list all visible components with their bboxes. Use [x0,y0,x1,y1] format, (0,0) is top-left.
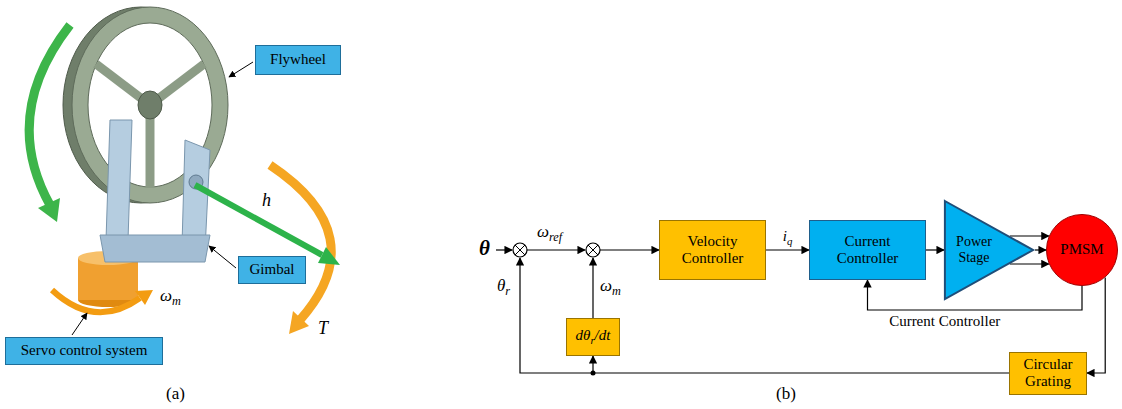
panel-label: (a) [166,384,185,404]
text-run: Servo control system [21,342,148,358]
torque-arrow-head [289,311,309,334]
text-run: h [262,190,271,210]
amplifier-triangle: Power Stage [944,200,1034,300]
node-text: Flywheel [270,51,326,68]
summing-junction-cross [515,245,525,255]
node-text: Velocity Controller [666,233,759,268]
text-run: θ [497,276,505,295]
subscript: r [505,284,510,298]
text-run: ω [160,286,172,305]
subscript: q [787,235,792,247]
momentum-arrow-head [318,247,340,265]
text-run: T [318,318,328,338]
subscript: m [612,284,621,298]
node-text: Circular Grating [1015,356,1081,391]
signal-label: ωm [160,286,181,308]
signal-label: ωref [537,222,562,244]
text-run: (b) [776,384,796,403]
leader-line [72,313,87,335]
vector-label: h [262,190,271,211]
node-text: dθr/dt [576,327,611,346]
servo-arrow [52,290,140,312]
vector-label: T [318,318,328,339]
signal-connector [1010,235,1049,236]
panel-label: (b) [776,384,796,404]
signal-label: θr [497,276,510,298]
signal-wire [527,249,585,250]
summing-junction-cross [588,245,598,255]
callout-box: Gimbal [238,256,306,284]
text-run: Current Controller [837,233,899,266]
signal-wire [496,249,512,250]
signal-connector [593,356,1009,373]
summing-junction [586,243,600,257]
text-run: PMSM [1060,241,1103,257]
spin-arrow-head [38,198,60,222]
node-text: Gimbal [250,261,295,278]
text-run: i [783,228,787,244]
flywheel-hub [138,91,162,119]
subscript: r [590,334,594,346]
subscript: m [172,294,181,308]
text-run: Power Stage [956,234,992,265]
signal-connector [766,249,809,250]
callout-box: Servo control system [5,337,163,365]
encoder-box: Circular Grating [1009,352,1087,395]
signal-connector [1087,278,1105,373]
gimbal-arm [106,120,132,240]
gimbal-base [100,235,210,262]
leader-line [209,246,236,268]
motor-circle: PMSM [1046,214,1118,286]
amplifier-triangle [945,201,1033,299]
summing-junction-cross [515,245,525,255]
controller-box: Velocity Controller [659,220,766,280]
signal-connector [868,280,1083,310]
node-text: Power Stage [952,234,996,266]
callout-box: Flywheel [255,45,341,75]
controller-box: Current Controller [809,220,926,280]
signal-label: ωm [600,276,621,298]
node-text: Servo control system [21,342,148,359]
text-run: Velocity Controller [682,233,744,266]
text-run: (a) [166,384,185,403]
gimbal-arm [182,140,210,250]
text-run: ω [537,222,549,241]
summing-junction [513,243,527,257]
node-text: PMSM [1060,241,1103,258]
signal-connector [1010,263,1049,264]
connector-label: Current Controller [887,313,1002,330]
text-run: /dt [595,327,611,343]
text-run: Current Controller [889,313,1000,329]
signal-connector [926,249,944,250]
signal-wire [600,249,659,250]
signal-wire [592,258,593,318]
text-run: Gimbal [250,261,295,277]
momentum-arrow [195,185,322,255]
servo-arrow-head [135,290,153,305]
signal-label: θ [479,236,490,260]
derivative-box: dθr/dt [566,318,620,356]
text-run: Flywheel [270,51,326,67]
signal-connector [1035,249,1046,250]
node-text: Current Controller [816,233,919,268]
text-run: dθ [576,327,591,343]
text-run: θ [479,236,490,260]
summing-junction-cross [588,245,598,255]
connector-label: iq [781,228,795,247]
leader-line [229,62,253,77]
text-run: Circular Grating [1023,356,1072,389]
subscript: ref [549,230,562,244]
text-run: ω [600,276,612,295]
